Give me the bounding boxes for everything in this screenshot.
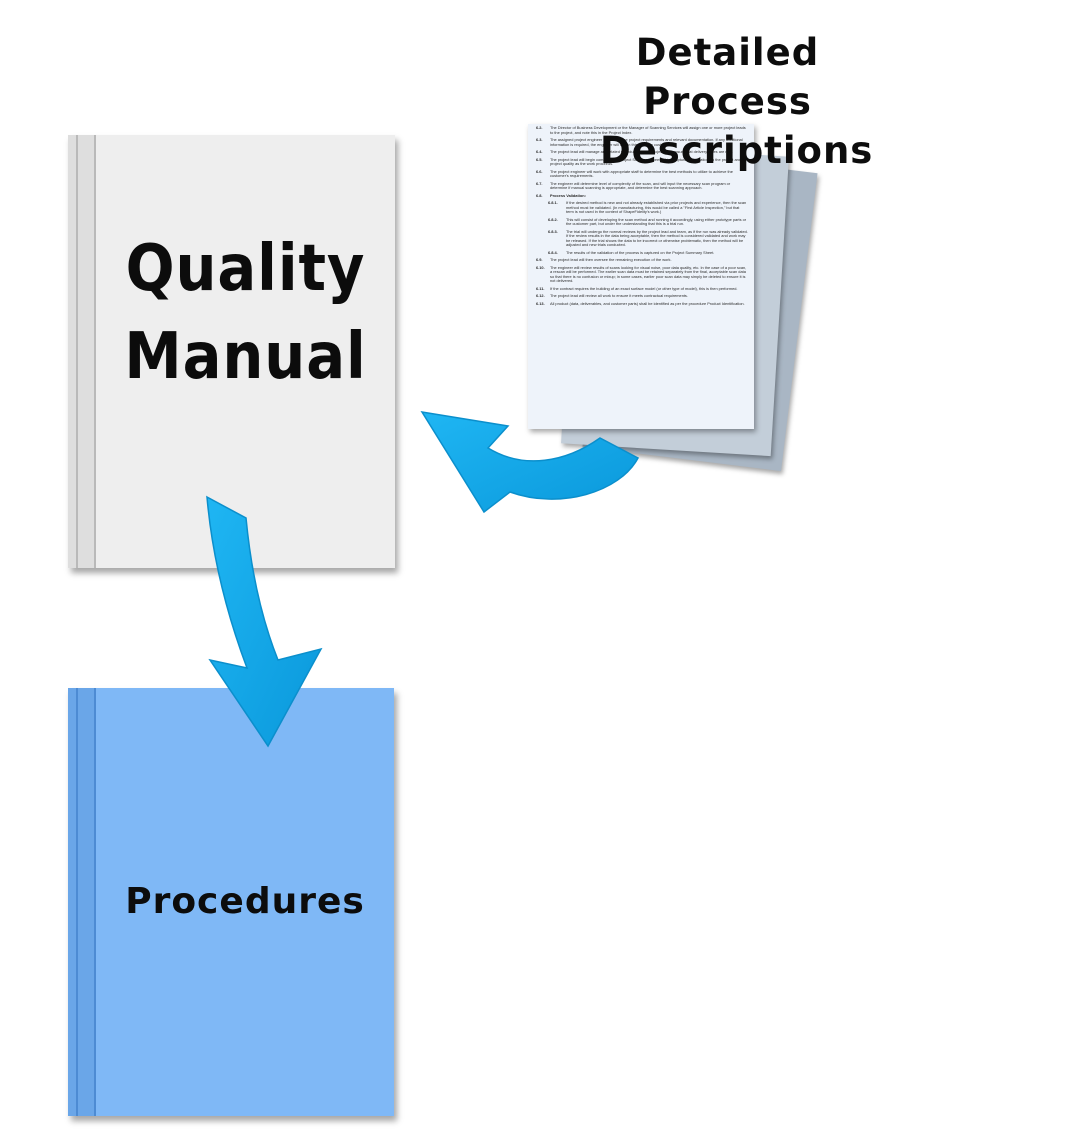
sub-paragraph: 6.8.4.The results of the validation of t…: [548, 249, 715, 255]
sub-paragraph: 6.8.3.The trial will undergo the normal …: [548, 228, 748, 247]
paragraph: 6.9.The project lead will then oversee t…: [536, 257, 672, 262]
spine-line: [76, 688, 78, 1116]
sub-paragraph: 6.8.2.This will consist of developing th…: [548, 216, 747, 226]
title-line: Descriptions: [600, 129, 874, 172]
process-sheet-text: 6.2.The Director of Business Development…: [536, 125, 748, 309]
paragraph-heading: 6.8.Process Validation:: [536, 192, 586, 198]
paragraph: 6.6.The project engineer will work with …: [536, 168, 733, 178]
procedures-book: Procedures: [68, 688, 394, 1116]
title-line: Manual: [124, 320, 367, 394]
book-spine: [68, 688, 96, 1116]
paragraph: 6.13.All product (data, deliverables, an…: [536, 300, 745, 306]
book-spine: [68, 135, 96, 568]
quality-manual-book: Quality Manual: [68, 135, 395, 568]
paragraph: 6.10.The engineer will review results of…: [536, 264, 747, 283]
curved-arrow-to-manual: [420, 410, 640, 514]
process-descriptions-title: Detailed Process Descriptions: [600, 28, 874, 175]
paragraph: 6.4.The project lead will manage any rel…: [536, 149, 733, 154]
paragraph: 6.5.The project lead will begin completi…: [536, 156, 741, 166]
spine-line: [94, 135, 96, 568]
paragraph: 6.2.The Director of Business Development…: [536, 125, 746, 135]
sub-paragraph: 6.8.1.If the desired method is new and n…: [548, 200, 747, 214]
title-line: Detailed: [635, 31, 820, 74]
paragraph: 6.11.If the contract requires the buildi…: [536, 285, 738, 291]
paragraph: 6.12.The project lead will review all wo…: [536, 293, 688, 298]
quality-manual-title: Quality Manual: [111, 225, 380, 401]
title-line: Quality: [125, 232, 366, 306]
spine-line: [94, 688, 96, 1116]
paragraph: 6.7.The engineer will determine level of…: [536, 180, 731, 190]
paragraph: 6.3.The assigned project engineer will r…: [536, 137, 743, 147]
title-line: Process: [643, 80, 812, 123]
procedures-title: Procedures: [125, 881, 365, 922]
spine-line: [76, 135, 78, 568]
down-arrow-to-procedures: [206, 495, 323, 748]
process-sheet-front: 6.2.The Director of Business Development…: [528, 124, 754, 429]
